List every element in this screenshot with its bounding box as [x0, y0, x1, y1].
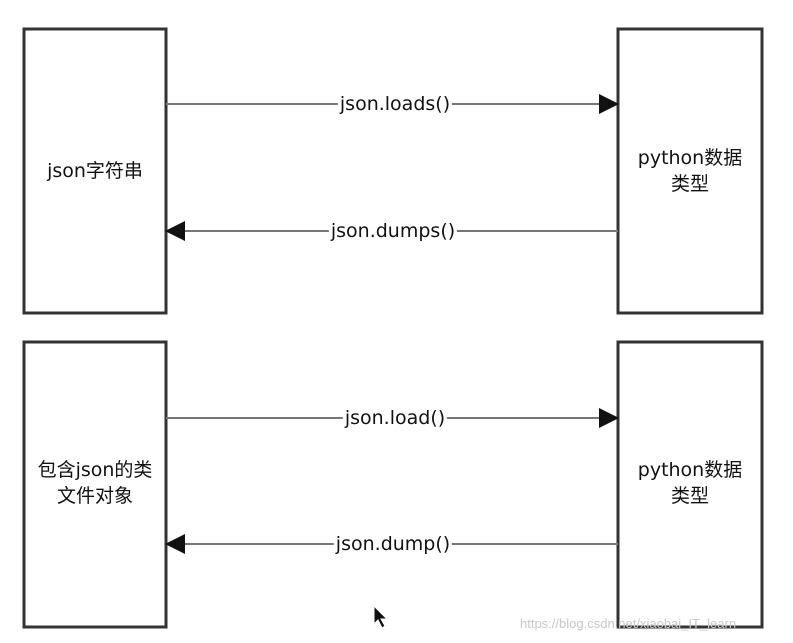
top-left-box: [22, 27, 168, 315]
bottom-right-box: [616, 340, 764, 629]
dump-label: json.dump(): [333, 531, 453, 557]
load-label: json.load(): [342, 405, 448, 431]
top-right-box: [616, 27, 764, 315]
bottom-left-box: [22, 340, 168, 629]
top-left-label: json字符串: [47, 160, 143, 182]
loads-label: json.loads(): [337, 91, 453, 117]
bottom-right-label: python数据类型: [637, 459, 743, 507]
bottom-left-label: 包含json的类文件对象: [37, 459, 153, 507]
watermark: https://blog.csdn.net/xiaobai_IT_learn: [520, 616, 737, 631]
top-right-label: python数据类型: [637, 147, 743, 195]
mouse-cursor-icon: [373, 604, 389, 629]
dumps-label: json.dumps(): [328, 218, 458, 244]
